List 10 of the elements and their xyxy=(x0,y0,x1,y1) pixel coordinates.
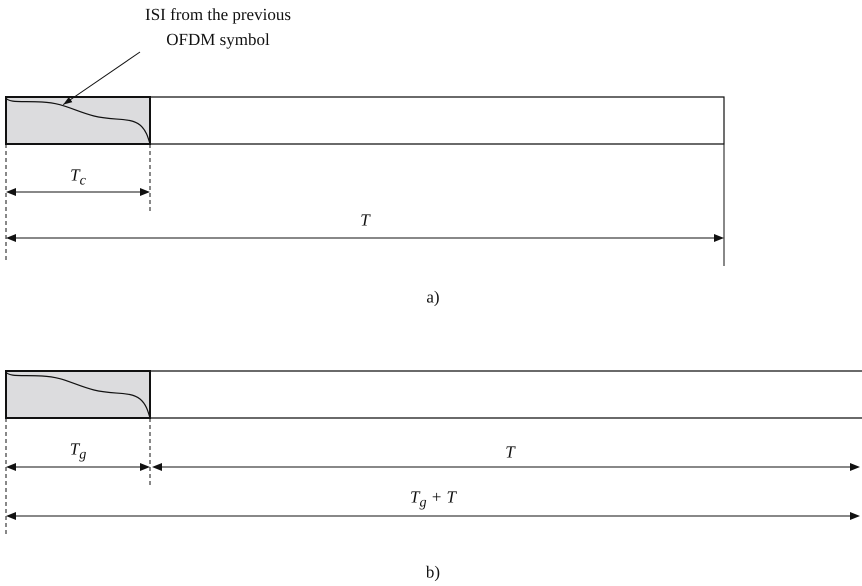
panel-label: a) xyxy=(426,286,440,308)
dimension-label: T xyxy=(360,210,370,232)
panel-label: b) xyxy=(426,562,440,584)
dimension-label: T$_{g}$ xyxy=(70,438,86,465)
dimension-label: T xyxy=(505,442,515,464)
waveform-curve xyxy=(6,98,151,144)
dimension-label: T$_{g}$ + T xyxy=(410,486,456,513)
leader-line xyxy=(62,52,140,106)
callout-text: ISI from the previous OFDM symbol xyxy=(128,2,308,52)
dimension-label: T$_{c}$ xyxy=(70,164,86,191)
